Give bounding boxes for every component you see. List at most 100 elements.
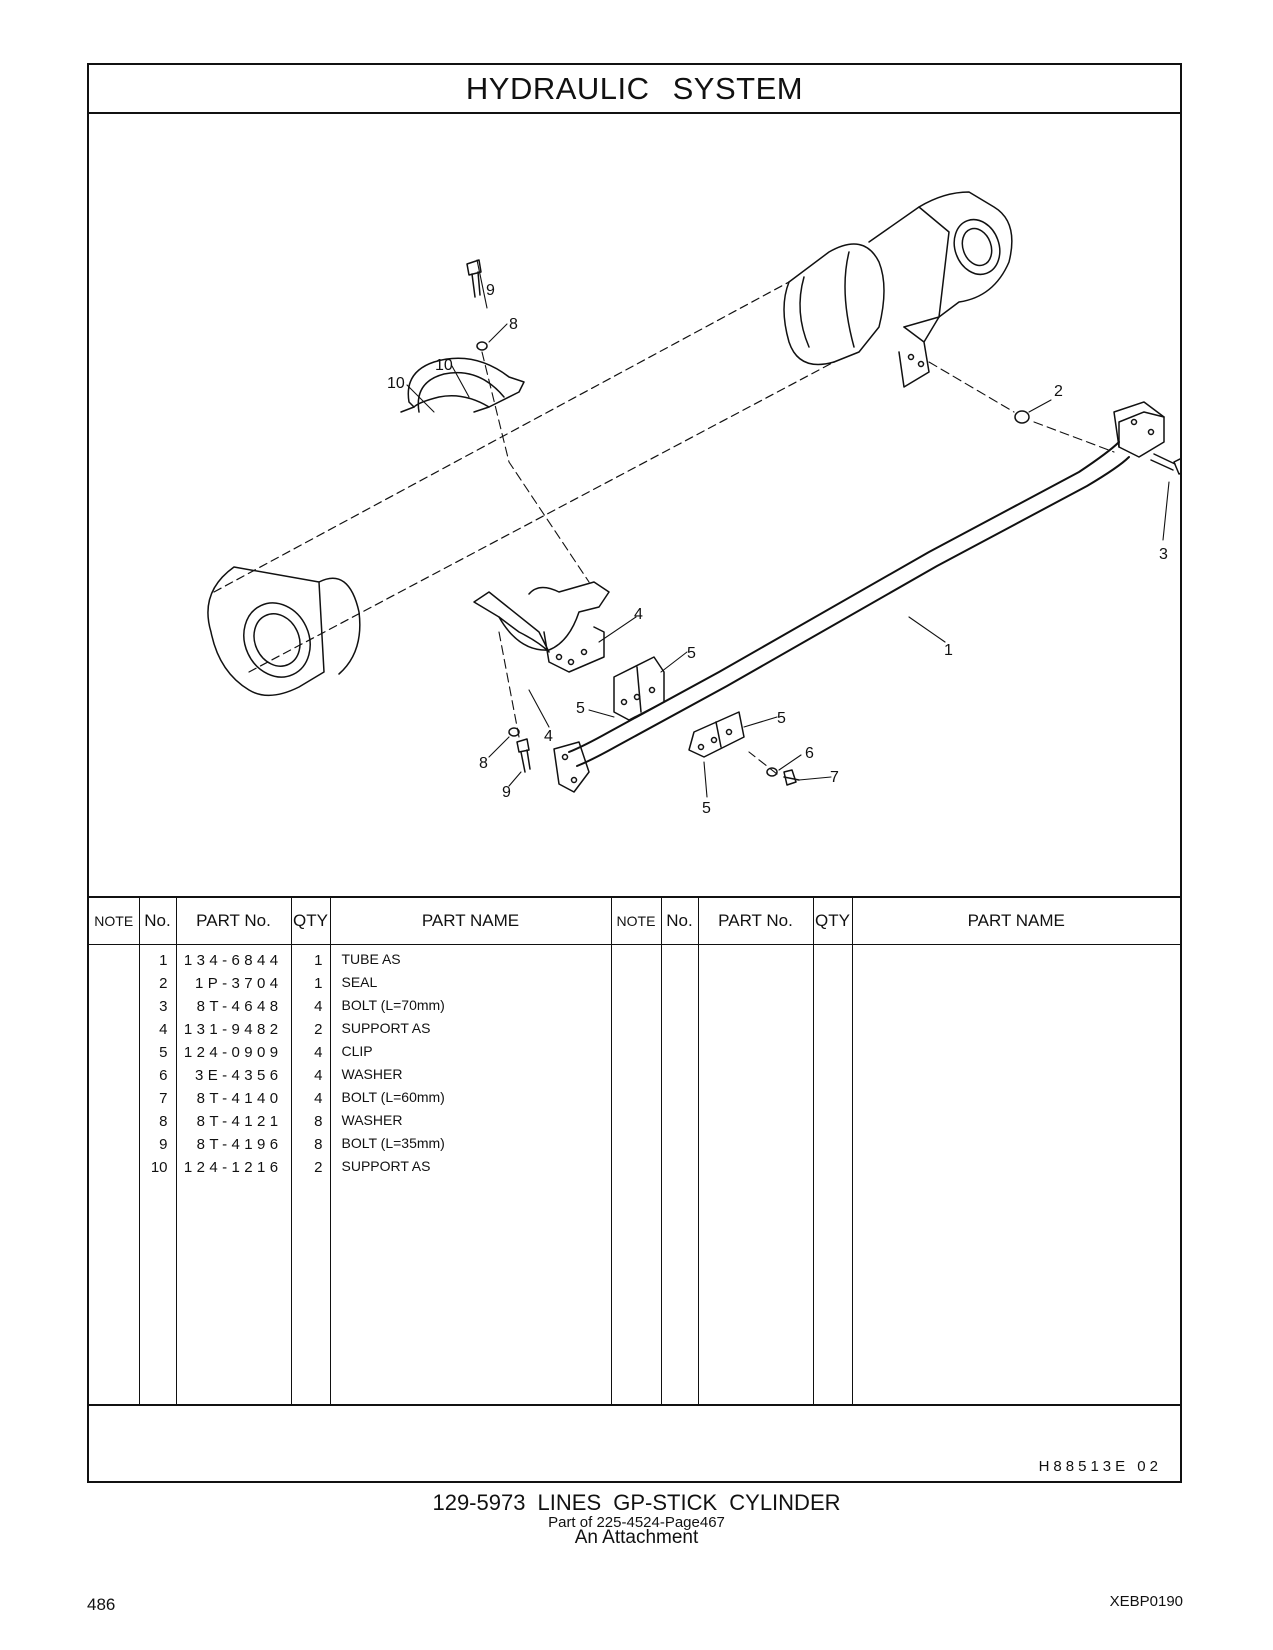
support-4 xyxy=(473,581,610,673)
bolt-9-upper xyxy=(466,259,482,298)
section-title: HYDRAULIC SYSTEM xyxy=(89,65,1180,114)
callout-7: 7 xyxy=(830,769,839,786)
qty-column: 1 1 4 2 4 4 4 8 8 2 xyxy=(290,944,330,1404)
bolt-7 xyxy=(783,769,800,786)
note-column xyxy=(89,945,139,1405)
row-no: 9 xyxy=(159,1136,168,1153)
stick-cylinder xyxy=(207,191,1013,696)
row-qty: 1 xyxy=(314,975,323,992)
row-qty: 8 xyxy=(314,1113,323,1130)
row-part-name: BOLT (L=35mm) xyxy=(341,1135,445,1151)
row-part-no: 8T-4140 xyxy=(196,1090,283,1107)
row-no: 10 xyxy=(150,1159,168,1176)
row-qty: 1 xyxy=(314,952,323,969)
callout-5-upper-right: 5 xyxy=(687,645,696,662)
header-part-name-2: PART NAME xyxy=(851,898,1180,945)
page-frame: HYDRAULIC SYSTEM xyxy=(87,63,1190,1483)
callout-6: 6 xyxy=(805,745,814,762)
header-no: No. xyxy=(138,898,176,945)
row-no: 6 xyxy=(159,1067,168,1084)
row-no: 1 xyxy=(159,952,168,969)
row-part-name: BOLT (L=60mm) xyxy=(341,1089,445,1105)
assembly-parent-reference: Part of 225-4524-Page467 xyxy=(548,1514,725,1531)
row-qty: 2 xyxy=(314,1021,323,1038)
row-qty: 4 xyxy=(314,1067,323,1084)
assembly-lines xyxy=(481,351,1115,775)
washer-6 xyxy=(766,767,778,777)
callout-10-right: 10 xyxy=(435,357,453,374)
row-no: 8 xyxy=(159,1113,168,1130)
row-no: 5 xyxy=(159,1044,168,1061)
callout-9-upper: 9 xyxy=(486,282,495,299)
row-qty: 4 xyxy=(314,998,323,1015)
diagram-svg: 9 8 10 10 2 3 4 5 1 5 5 6 7 5 4 8 9 xyxy=(207,191,1190,817)
row-part-name: CLIP xyxy=(341,1043,373,1059)
seal-2 xyxy=(1014,410,1030,424)
callout-1: 1 xyxy=(944,642,953,659)
assembly-title: 129-5973 LINES GP-STICK CYLINDER xyxy=(432,1490,841,1515)
row-no: 2 xyxy=(159,975,168,992)
row-no: 4 xyxy=(159,1021,168,1038)
row-no: 3 xyxy=(159,998,168,1015)
qty-column-2 xyxy=(812,944,852,1404)
callout-9-lower: 9 xyxy=(502,784,511,801)
header-part-no: PART No. xyxy=(175,898,291,945)
row-part-no: 8T-4121 xyxy=(196,1113,283,1130)
row-part-name: SEAL xyxy=(341,974,378,990)
callout-5-lower: 5 xyxy=(702,800,711,817)
bolt-3 xyxy=(1150,453,1190,475)
row-qty: 8 xyxy=(314,1136,323,1153)
no-column-2 xyxy=(660,944,698,1404)
row-part-no: 3E-4356 xyxy=(194,1067,283,1084)
row-part-name: SUPPORT AS xyxy=(341,1158,431,1174)
part-name-column-2 xyxy=(851,944,1180,1404)
row-part-no: 8T-4648 xyxy=(196,998,283,1015)
row-part-no: 1P-3704 xyxy=(194,975,283,992)
row-part-no: 124-1216 xyxy=(183,1159,283,1176)
row-no: 7 xyxy=(159,1090,168,1107)
clip-5-upper xyxy=(613,656,665,721)
tube-assembly xyxy=(553,401,1165,793)
parts-list-table: NOTE No. PART No. QTY PART NAME NOTE No.… xyxy=(89,896,1180,1406)
callout-4-lower: 4 xyxy=(544,728,553,745)
header-qty-2: QTY xyxy=(812,898,852,945)
assembly-type: An Attachment xyxy=(574,1527,699,1548)
drawing-code: H88513E 02 xyxy=(1038,1458,1162,1475)
bolt-9-lower xyxy=(516,738,531,773)
header-note-2: NOTE xyxy=(610,898,661,945)
row-part-name: TUBE AS xyxy=(341,951,401,967)
header-no-2: No. xyxy=(660,898,698,945)
row-part-no: 8T-4196 xyxy=(196,1136,283,1153)
header-part-name: PART NAME xyxy=(329,898,611,945)
part-no-column: 134-6844 1P-3704 8T-4648 131-9482 124-09… xyxy=(175,944,291,1404)
washer-8-upper xyxy=(476,341,488,351)
row-part-name: WASHER xyxy=(341,1066,403,1082)
note-column-2 xyxy=(610,944,661,1404)
header-note: NOTE xyxy=(89,898,139,945)
row-part-name: SUPPORT AS xyxy=(341,1020,431,1036)
part-no-column-2 xyxy=(697,944,813,1404)
callout-8-upper: 8 xyxy=(509,316,518,333)
header-qty: QTY xyxy=(290,898,330,945)
callout-5-right: 5 xyxy=(777,710,786,727)
page-number: 486 xyxy=(87,1595,116,1614)
row-part-no: 134-6844 xyxy=(183,952,283,969)
callout-5-left: 5 xyxy=(576,700,585,717)
leader-lines xyxy=(406,259,1170,798)
document-id: XEBP0190 xyxy=(1109,1593,1183,1610)
row-part-no: 131-9482 xyxy=(183,1021,283,1038)
callout-2: 2 xyxy=(1054,383,1063,400)
row-qty: 4 xyxy=(314,1090,323,1107)
exploded-parts-diagram: 9 8 10 10 2 3 4 5 1 5 5 6 7 5 4 8 9 xyxy=(89,112,1190,896)
callout-4-upper: 4 xyxy=(634,606,643,623)
row-qty: 2 xyxy=(314,1159,323,1176)
callout-8-lower: 8 xyxy=(479,755,488,772)
callout-labels: 9 8 10 10 2 3 4 5 1 5 5 6 7 5 4 8 9 xyxy=(387,282,1168,817)
row-part-no: 124-0909 xyxy=(183,1044,283,1061)
callout-10-left: 10 xyxy=(387,375,405,392)
header-part-no-2: PART No. xyxy=(697,898,813,945)
row-qty: 4 xyxy=(314,1044,323,1061)
no-column: 1 2 3 4 5 6 7 8 9 10 xyxy=(138,944,176,1404)
callout-3: 3 xyxy=(1159,546,1168,563)
row-part-name: BOLT (L=70mm) xyxy=(341,997,445,1013)
